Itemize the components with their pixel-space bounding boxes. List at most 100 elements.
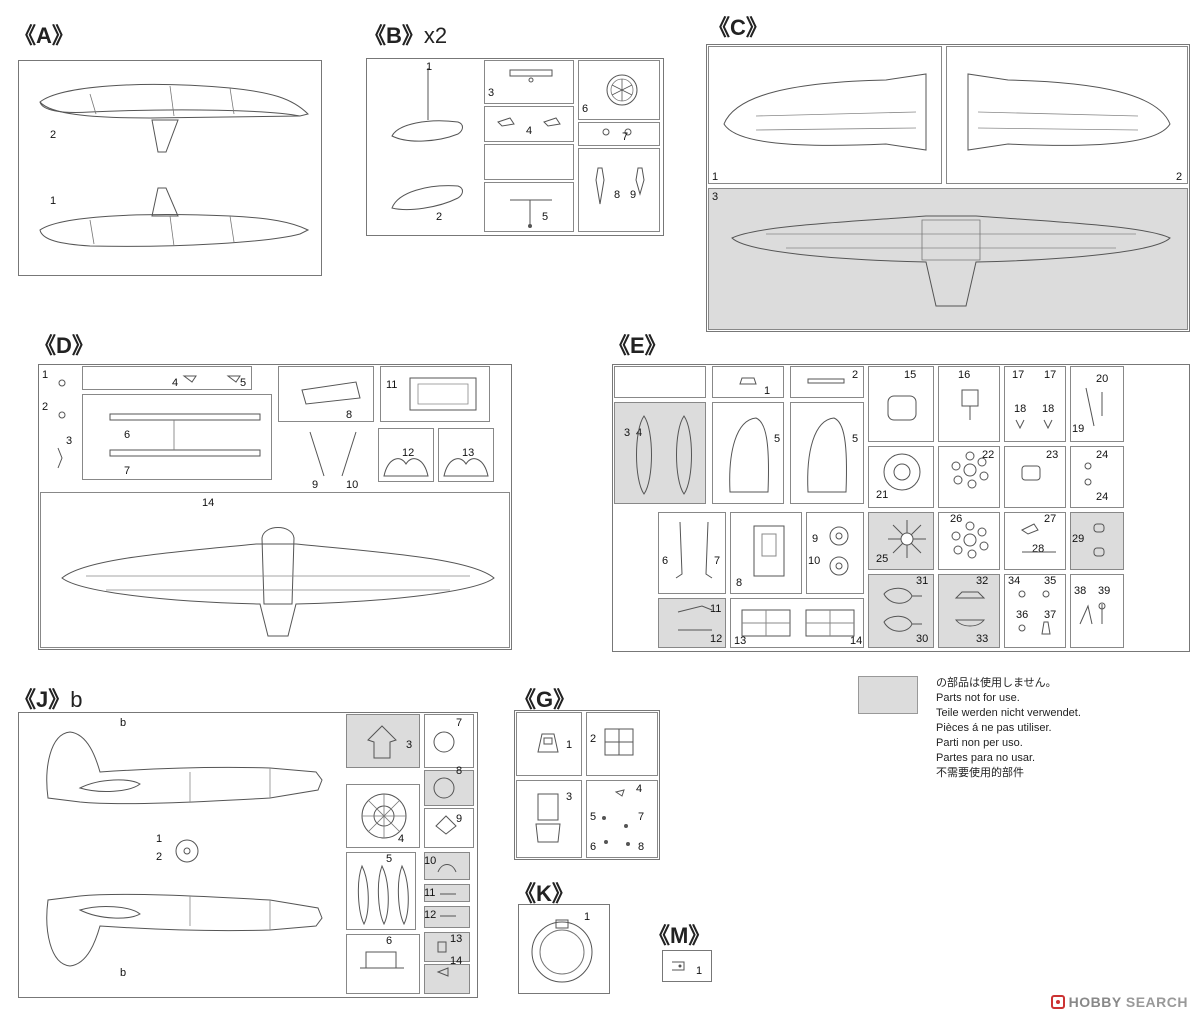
part-number: 7 [714,555,721,567]
landing-gear-strut-part [104,406,268,466]
part-number: 38 [1074,585,1087,597]
part-number: 12 [424,909,437,921]
wing-upper-right-part [958,64,1178,164]
part-number: 5 [590,811,597,823]
sprue-g-label: 《G》 [514,687,576,712]
part-number: 22 [982,449,995,461]
legend-line: Parts not for use. [936,692,1020,704]
cowling-ring-icon [604,72,640,108]
sprue-e-cell [790,402,864,504]
part-number: 1 [764,385,771,397]
hobby-search-logo-icon [1050,995,1065,1009]
part-number: 1 [50,195,57,207]
part-number: 10 [808,555,821,567]
part-number: 17 [1044,369,1057,381]
part-number: 6 [590,841,597,853]
float-part-a2 [30,74,320,156]
sprue-b-cell [578,122,660,146]
part-number: 36 [1016,609,1029,621]
sprue-e-unused-cell [658,598,726,648]
sprue-e-cell [1004,512,1066,570]
sprue-e-cell [1004,366,1066,442]
fuselage-half-lower-part [40,880,330,970]
gunsight-part [532,728,564,758]
sprue-j-cell [424,714,474,768]
sprue-d-cell [378,428,434,482]
part-number: 24 [1096,491,1109,503]
ring-icon [430,728,458,756]
part-b5 [506,190,556,228]
sprue-e-cell [614,366,706,398]
part-j9 [432,812,460,838]
part-number: 35 [1044,575,1057,587]
sprue-e-cell [790,366,864,398]
part-e24 [1080,460,1096,490]
sprue-a-frame [18,60,322,276]
part-number: 12 [402,447,415,459]
part-number: 4 [398,833,405,845]
part-number: 15 [904,369,917,381]
part-number: 5 [240,377,247,389]
sprue-g-cell [516,780,582,858]
instrument-panel-part [738,606,858,640]
sprue-d-cell [278,366,374,422]
sprue-k-frame [518,904,610,994]
part-number: 1 [42,369,49,381]
part-d12 [380,448,432,480]
part-number: 27 [1044,513,1057,525]
part-number: 7 [638,811,645,823]
part-number: 3 [488,87,495,99]
float-part-b1 [388,64,478,154]
part-number: 6 [124,429,131,441]
sprue-d-cell [438,428,494,482]
part-d9-d10 [300,428,370,484]
part-b8-b9 [588,164,658,214]
sprue-e-cell [1070,366,1124,442]
part-number: 29 [1072,533,1085,545]
part-number: 3 [66,435,73,447]
part-number: 4 [636,783,643,795]
part-number: 8 [456,765,463,777]
part-number: 14 [850,635,863,647]
part-number: 14 [450,955,463,967]
part-e6-e7 [670,518,720,582]
sprue-e-cell [938,366,1000,442]
part-number: 2 [156,851,163,863]
sprue-a-label: 《A》 [14,23,74,48]
part-number: 9 [456,813,463,825]
float-part-a1 [30,186,320,262]
part-number: 3 [566,791,573,803]
part-d3 [50,446,70,470]
sprue-e-cell [712,366,784,398]
part-number: 8 [638,841,645,853]
part-number: 6 [582,103,589,115]
part-e32-e33 [948,588,992,634]
part-j6 [356,946,408,976]
sprue-b-cell [484,182,574,232]
fuselage-wing-part [56,518,500,640]
part-number: 6 [386,935,393,947]
part-number: 26 [950,513,963,525]
part-number: 18 [1042,403,1055,415]
gunsight-ring-icon [172,836,202,866]
canopy-ring-part [524,912,604,988]
part-number: 33 [976,633,989,645]
part-number: 32 [976,575,989,587]
part-number: 1 [712,171,719,183]
drop-tank-part [630,410,700,500]
hobby-search-logo: HOBBY SEARCH [1050,994,1188,1010]
sprue-e-cell [868,446,934,508]
legend-line: Parti non per uso. [936,737,1023,749]
part-d2 [54,408,70,422]
cockpit-floor-part [746,520,792,582]
sprue-b-cell [578,60,660,120]
part-number: 23 [1046,449,1059,461]
part-number: 7 [622,131,629,143]
sprue-d-cell [82,394,272,480]
sprue-e-cell [1070,574,1124,648]
part-number: 2 [42,401,49,413]
part-number: 9 [812,533,819,545]
part-number: 5 [542,211,549,223]
part-b3 [506,66,556,86]
part-number: 2 [436,211,443,223]
